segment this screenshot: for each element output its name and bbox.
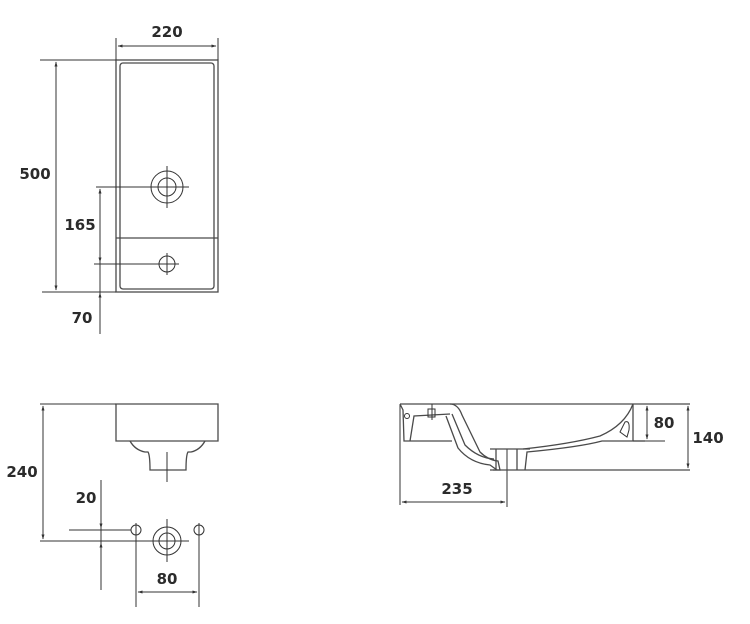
dimension-drain-offset: 70 xyxy=(72,262,102,334)
total-height-label: 140 xyxy=(692,429,723,447)
dimension-drain-depth: 235 xyxy=(401,480,506,504)
basin-bowl xyxy=(129,440,206,471)
fixing-hole-right-icon xyxy=(193,523,205,607)
top-view: 220 500 165 70 xyxy=(19,23,219,334)
drain-depth-label: 235 xyxy=(441,480,472,498)
drain-offset-label: 70 xyxy=(72,309,93,327)
side-view: 80 140 235 xyxy=(399,403,724,507)
bowl-depth-label: 80 xyxy=(654,414,675,432)
dimension-height: 240 xyxy=(6,405,45,540)
overflow-icon xyxy=(619,421,630,438)
dimension-width: 220 xyxy=(115,23,219,60)
width-label: 220 xyxy=(151,23,182,41)
tap-offset-label: 165 xyxy=(64,216,95,234)
dimension-bowl-depth: 80 xyxy=(645,405,675,440)
basin-outline xyxy=(115,59,219,293)
basin-body xyxy=(115,403,219,442)
dimension-fixing-offset: 20 xyxy=(76,480,103,590)
dimension-fixing-spacing: 80 xyxy=(137,570,198,594)
dimension-tap-offset: 165 xyxy=(64,188,102,263)
fixing-offset-label: 20 xyxy=(76,489,97,507)
height-label: 240 xyxy=(6,463,37,481)
tap-hole-icon xyxy=(96,166,189,208)
fixing-hole-left-icon xyxy=(130,523,142,607)
front-view: 240 20 80 xyxy=(6,403,219,607)
length-label: 500 xyxy=(19,165,50,183)
drain-hole-icon xyxy=(94,253,179,275)
dimension-total-height: 140 xyxy=(686,405,724,469)
dimension-length: 500 xyxy=(19,59,116,293)
basin-inner-outline xyxy=(119,62,215,290)
fixing-spacing-label: 80 xyxy=(157,570,178,588)
